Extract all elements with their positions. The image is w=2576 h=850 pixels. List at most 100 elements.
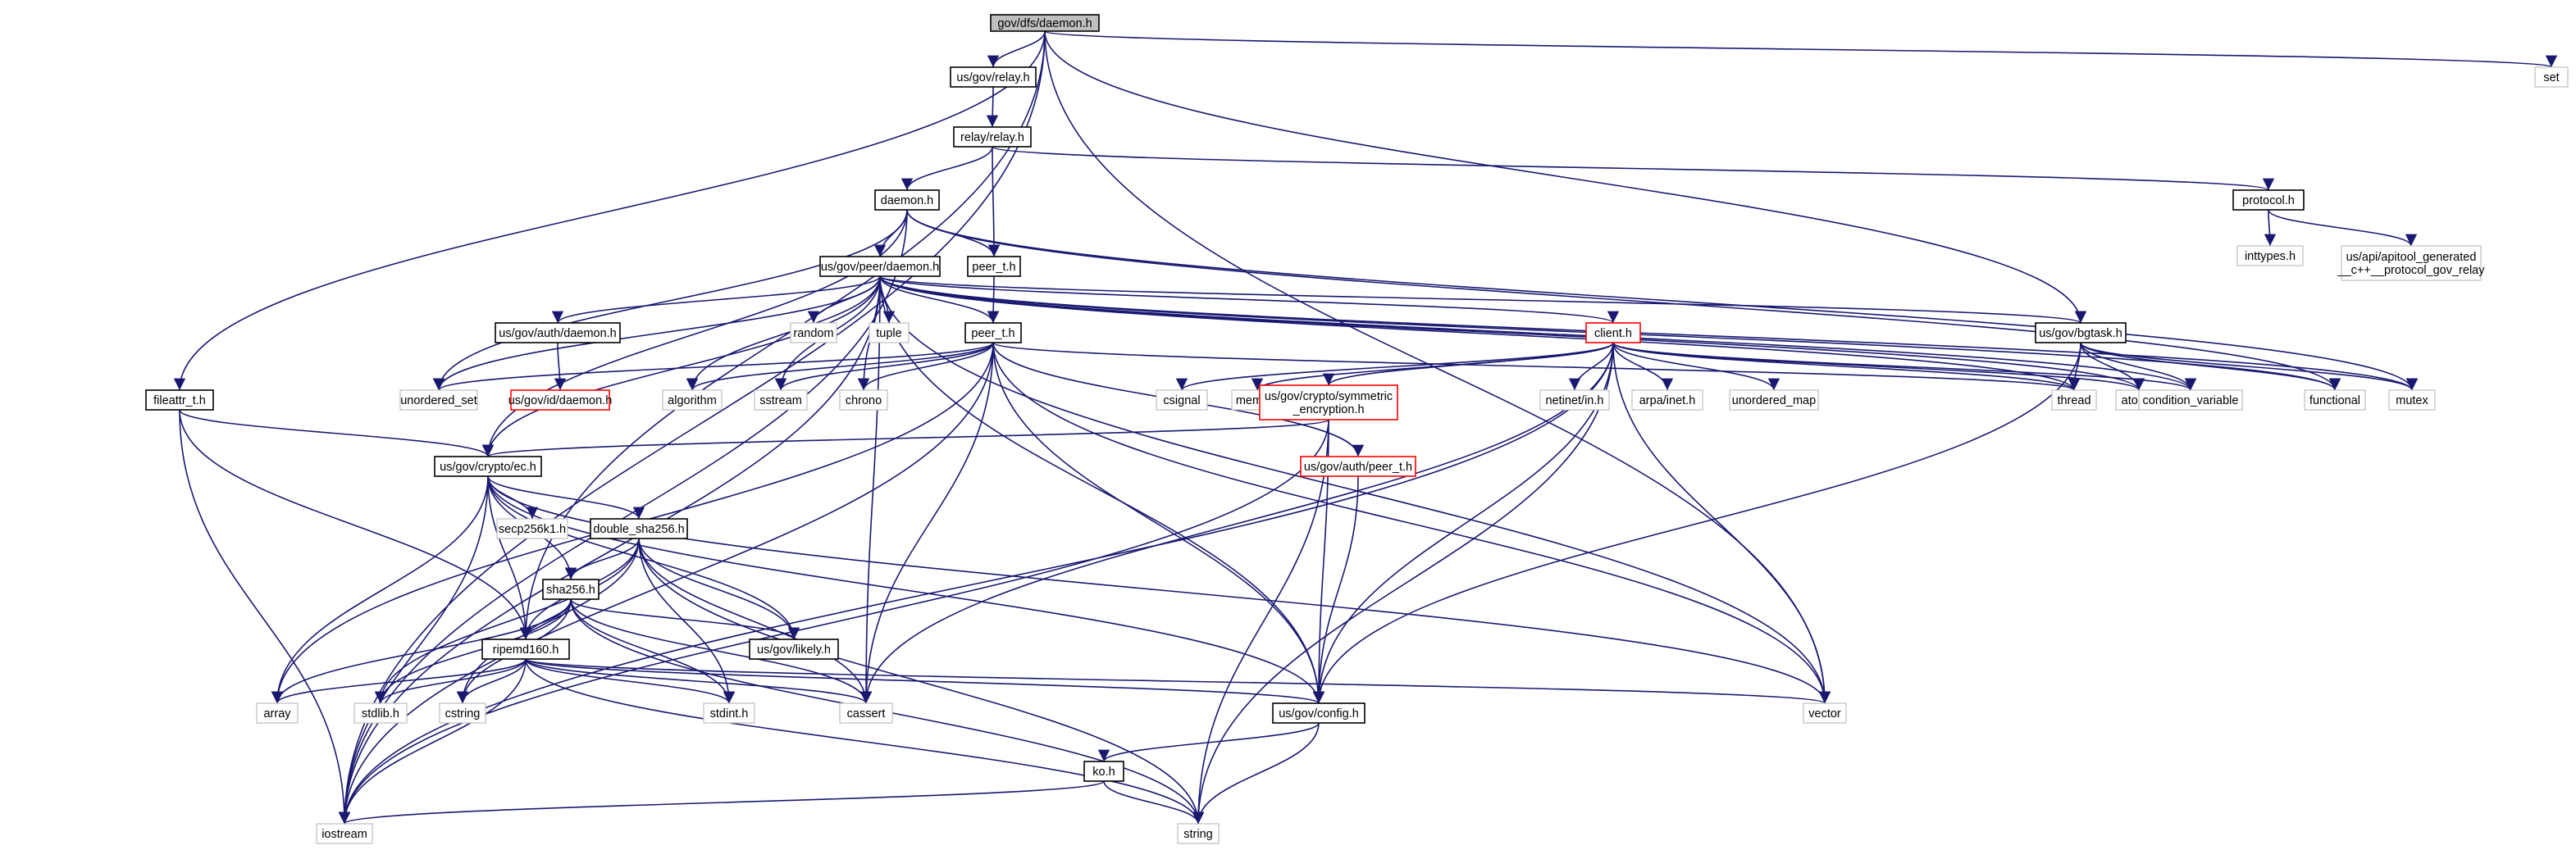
node-peer-t-mid[interactable]: peer_t.h	[964, 322, 1022, 343]
edge-peer-daemon-to-thread	[879, 275, 2080, 391]
node-relay-h[interactable]: us/gov/relay.h	[950, 66, 1037, 88]
node-dsha[interactable]: double_sha256.h	[590, 518, 688, 539]
node-box	[790, 322, 837, 343]
node-label: csignal	[1163, 394, 1200, 407]
edge-client-h-to-arpa	[1612, 342, 1674, 391]
edge-daemon-h-to-crypto-ec	[481, 209, 908, 457]
node-box	[542, 579, 600, 600]
node-fileattr[interactable]: fileattr_t.h	[145, 389, 214, 411]
edge-dsha-to-cstring	[456, 538, 640, 704]
node-label: unordered_map	[1732, 394, 1816, 407]
node-box	[749, 639, 839, 660]
node-peer-t-top[interactable]: peer_t.h	[967, 256, 1021, 277]
node-inttypes: inttypes.h	[2236, 245, 2304, 266]
edge-peer-t-mid-to-unordered-set	[433, 342, 994, 391]
node-arpa: arpa/inet.h	[1631, 389, 1703, 411]
node-box	[145, 389, 214, 411]
node-label: us/gov/likely.h	[757, 643, 831, 657]
edge-peer-t-mid-to-config	[992, 342, 1325, 704]
node-label: us/gov/config.h	[1279, 707, 1359, 720]
node-box	[839, 389, 888, 411]
node-box	[1729, 389, 1819, 411]
edge-relay-relay-to-daemon-h	[900, 146, 993, 191]
node-label: iostream	[321, 828, 367, 841]
node-id-daemon[interactable]: us/gov/id/daemon.h	[508, 389, 613, 411]
node-auth-daemon[interactable]: us/gov/auth/daemon.h	[495, 322, 621, 343]
edge-peer-t-mid-to-cassert	[859, 342, 994, 704]
node-label: us/gov/crypto/ec.h	[440, 461, 536, 474]
edge-sha256-to-stdlib	[374, 598, 572, 704]
edge-relay-relay-to-protocol-h	[992, 146, 2274, 191]
node-daemon-h[interactable]: daemon.h	[874, 189, 940, 211]
edge-bgtask-to-functional	[2080, 342, 2341, 391]
node-label: __c++__protocol_gov_relay	[2337, 264, 2486, 277]
node-mutex: mutex	[2388, 389, 2436, 411]
node-secp: secp256k1.h	[496, 518, 568, 539]
node-protocol-h[interactable]: protocol.h	[2232, 189, 2305, 211]
node-label: stdint.h	[710, 707, 749, 720]
node-root[interactable]: gov/dfs/daemon.h	[990, 14, 1100, 32]
node-ko-h[interactable]: ko.h	[1083, 761, 1124, 782]
node-ripemd[interactable]: ripemd160.h	[481, 639, 570, 660]
node-box	[953, 126, 1032, 148]
edge-peer-daemon-to-condvar	[879, 275, 2196, 391]
node-box	[496, 518, 568, 539]
edge-sha256-to-array	[271, 598, 572, 704]
node-label: functional	[2309, 394, 2360, 407]
edge-peer-daemon-to-iostream	[338, 275, 881, 825]
node-box	[256, 702, 299, 724]
edge-crypto-ec-to-dsha	[487, 475, 645, 520]
node-label: protocol.h	[2242, 194, 2295, 207]
node-box	[662, 389, 723, 411]
node-label: gov/dfs/daemon.h	[997, 17, 1092, 30]
node-box	[1300, 456, 1416, 477]
node-bgtask[interactable]: us/gov/bgtask.h	[2035, 322, 2127, 343]
edge-root-to-fileattr	[173, 30, 1046, 391]
node-label: random	[793, 327, 833, 340]
node-box	[2035, 322, 2127, 343]
node-box	[2232, 189, 2305, 211]
edge-ripemd-to-config	[525, 658, 1324, 704]
edge-ripemd-to-vector	[525, 658, 1831, 704]
node-auth-peer[interactable]: us/gov/auth/peer_t.h	[1300, 456, 1416, 477]
edge-ko-h-to-string	[1103, 780, 1205, 825]
node-box	[2138, 389, 2243, 411]
node-crypto-ec[interactable]: us/gov/crypto/ec.h	[434, 456, 542, 477]
node-box	[1539, 389, 1610, 411]
node-label: unordered_set	[400, 394, 477, 407]
node-relay-relay[interactable]: relay/relay.h	[953, 126, 1032, 148]
node-label: relay/relay.h	[960, 131, 1024, 144]
node-sym-enc[interactable]: us/gov/crypto/symmetric_encryption.h	[1259, 384, 1398, 420]
node-box	[495, 322, 621, 343]
node-box	[1803, 702, 1847, 724]
node-box	[510, 389, 610, 411]
node-box	[1156, 389, 1208, 411]
node-box	[1631, 389, 1703, 411]
edge-dsha-to-stdlib	[374, 538, 640, 704]
node-peer-daemon[interactable]: us/gov/peer/daemon.h	[819, 256, 941, 277]
node-cassert: cassert	[839, 702, 893, 724]
node-box	[2388, 389, 2436, 411]
node-likely[interactable]: us/gov/likely.h	[749, 639, 839, 660]
edge-peer-daemon-to-client-h	[879, 275, 1619, 324]
node-config[interactable]: us/gov/config.h	[1272, 702, 1366, 724]
node-box	[1272, 702, 1366, 724]
edge-config-to-ko-h	[1097, 722, 1320, 762]
node-label: us/gov/auth/daemon.h	[499, 327, 617, 340]
edge-peer-daemon-to-algorithm	[686, 275, 881, 391]
edge-root-to-iostream	[338, 30, 1046, 825]
node-client-h[interactable]: client.h	[1585, 322, 1641, 343]
node-sha256[interactable]: sha256.h	[542, 579, 600, 600]
node-box	[2236, 245, 2304, 266]
edge-peer-daemon-to-peer-t-mid	[879, 275, 1000, 324]
edge-daemon-h-to-functional	[906, 209, 2341, 391]
edge-peer-t-mid-to-thread	[992, 342, 2080, 391]
edge-fileattr-to-crypto-ec	[179, 409, 494, 457]
node-label: us/gov/bgtask.h	[2039, 327, 2122, 340]
node-unordered-set: unordered_set	[399, 389, 478, 411]
node-label: peer_t.h	[972, 261, 1015, 274]
edge-client-h-to-unordered-map	[1612, 342, 1780, 391]
node-box	[1259, 384, 1398, 420]
